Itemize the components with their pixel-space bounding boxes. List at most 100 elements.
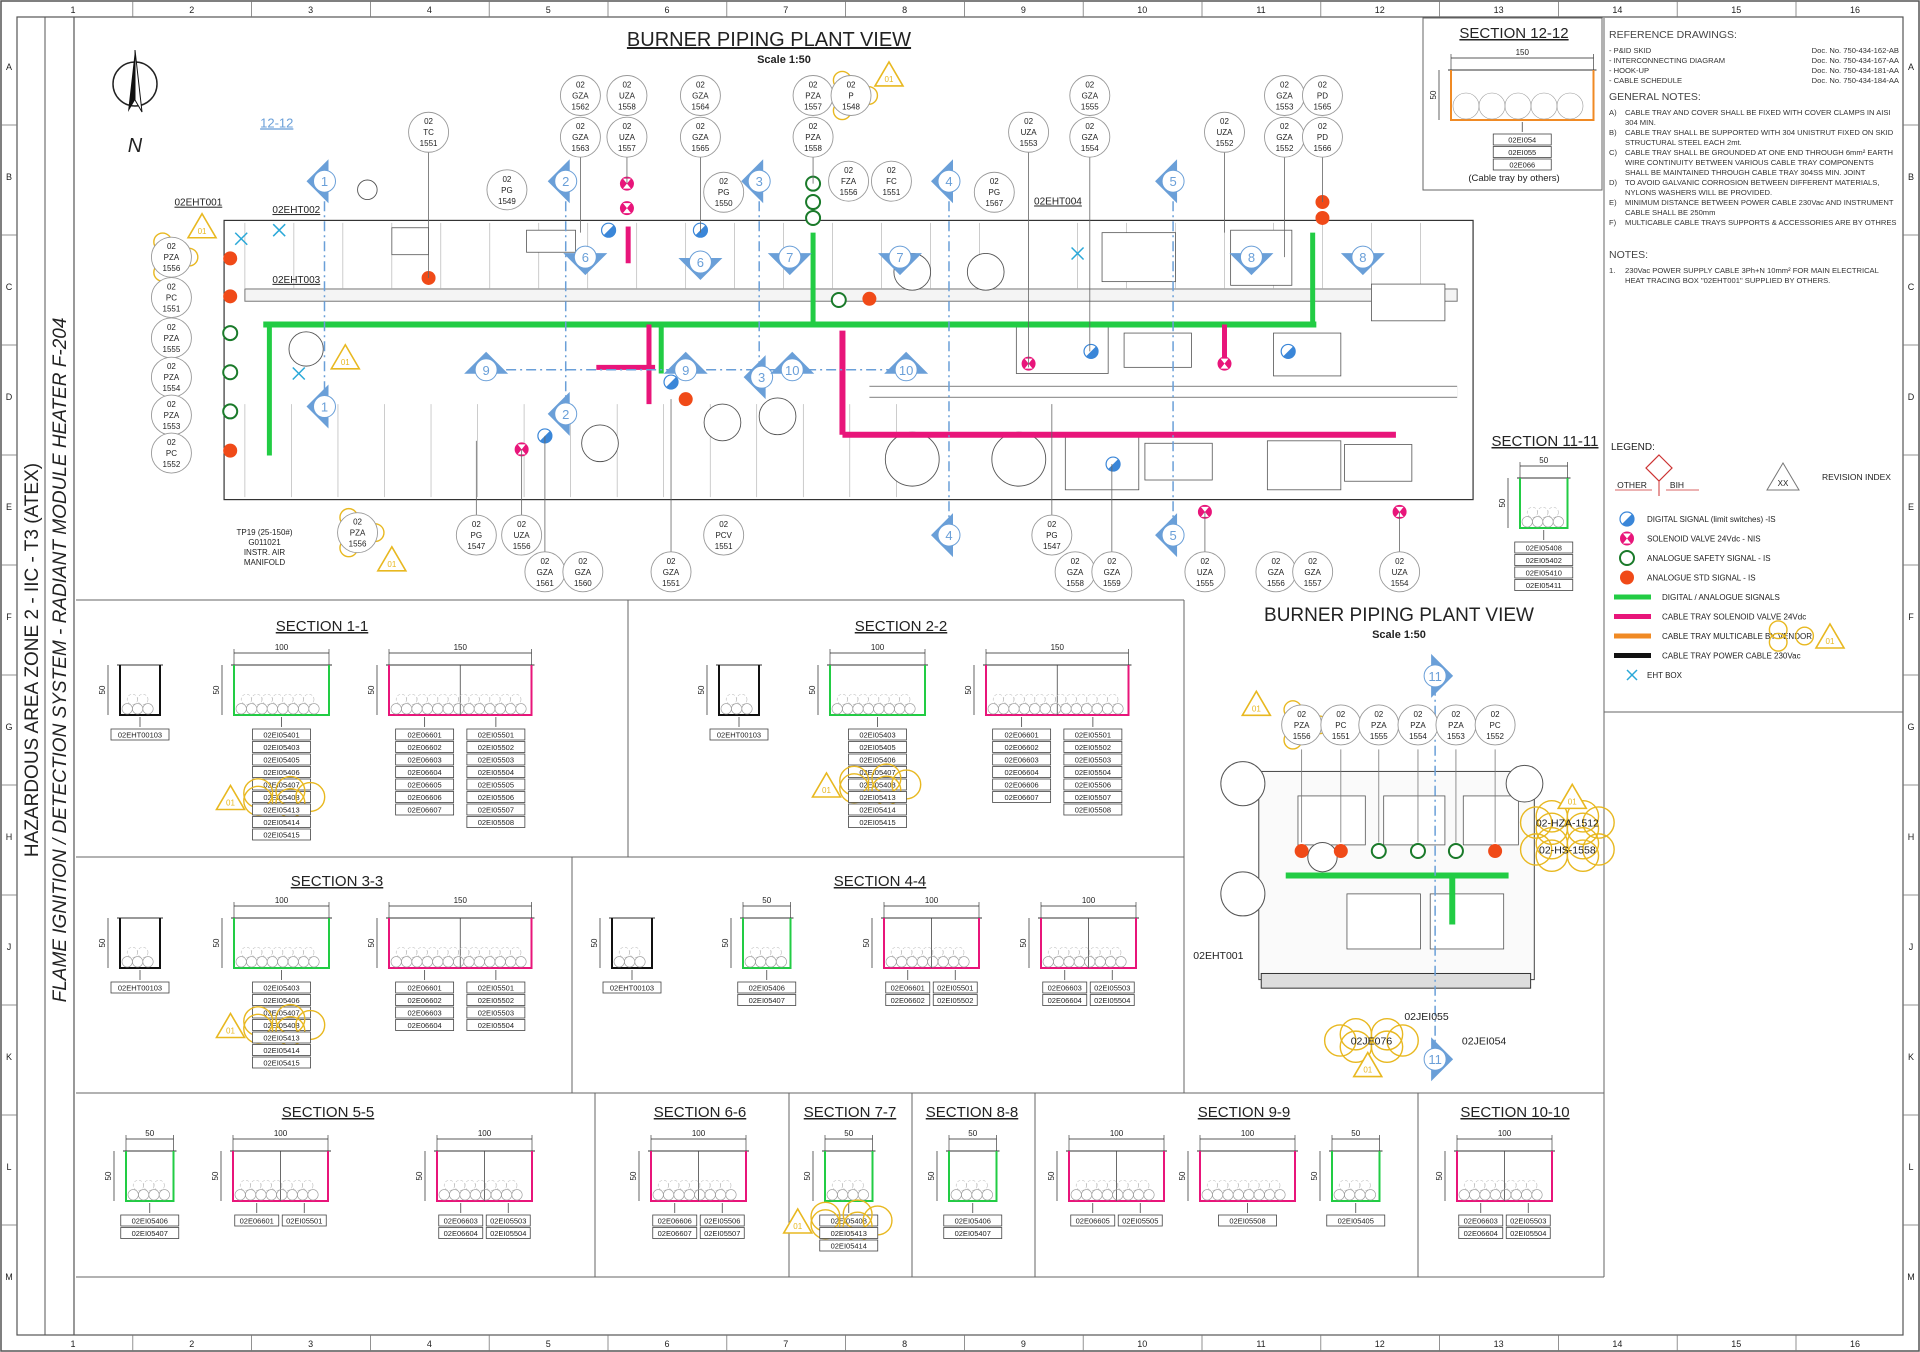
cable-tag-box (252, 994, 311, 1006)
cable-tag-box (848, 803, 907, 816)
analogue-safety-icon (830, 292, 847, 309)
cable-tag: 02EI05508 (478, 818, 514, 827)
cable-circle (1500, 1189, 1512, 1201)
bubble-circle (679, 75, 721, 116)
bubble-prefix: 02 (1280, 81, 1289, 90)
section-6: SECTION 6-61005002E0660602E0660702EI0550… (629, 1104, 749, 1239)
section-12-12-box (1422, 17, 1603, 191)
bubble-type: GZA (692, 92, 709, 101)
cable-tag: 02EI05504 (478, 768, 514, 777)
cable-circle (629, 946, 641, 958)
cable-circle (852, 703, 864, 715)
analogue-std-icon (678, 392, 693, 407)
cable-tag: 02E06601 (408, 731, 442, 740)
revision-triangle-icon: 01 (215, 783, 246, 811)
cable-tag: 02EI05407 (859, 768, 895, 777)
row-label-left: E (6, 502, 12, 512)
bubble-type: PD (1317, 133, 1328, 142)
bubble-prefix: 02 (622, 81, 631, 90)
bubble-circle (150, 432, 192, 474)
eht-label: 02EHT003 (272, 275, 320, 286)
valve-handwheel (1220, 761, 1266, 807)
cable-circle (1258, 1179, 1270, 1191)
cable-circle (1058, 946, 1070, 958)
manifold-label: MANIFOLD (244, 558, 286, 567)
cable-circle (1127, 1179, 1139, 1191)
cable-circle (1081, 1189, 1093, 1201)
bubble-circle (679, 116, 721, 158)
analogue-std-dot (223, 443, 238, 458)
cable-circle (235, 703, 247, 715)
cable-tag-box (992, 741, 1052, 753)
section-marker: 6 (563, 245, 608, 276)
column-label-bottom: 12 (1375, 1339, 1385, 1349)
cable-circle (1018, 703, 1030, 715)
column-label-bottom: 9 (1021, 1339, 1026, 1349)
bubble-number: 1553 (163, 422, 181, 431)
eht-box-icon (1626, 669, 1638, 681)
cable-tag: 02E06603 (1464, 1217, 1498, 1226)
cable-circle (303, 693, 315, 705)
row-label-right: D (1908, 392, 1915, 402)
bubble-prefix: 02 (1318, 122, 1327, 131)
cable-circle (992, 693, 1004, 705)
tray-width-label: 100 (925, 896, 939, 905)
cable-circle (303, 946, 315, 958)
section-title: SECTION 9-9 (1198, 1104, 1291, 1121)
reference-doc-number: Doc. No. 750-434-181-AA (1811, 66, 1899, 75)
cable-circle (709, 1179, 721, 1191)
revision-index-label: REVISION INDEX (1822, 472, 1891, 482)
cable-tag: 02EI05410 (1526, 569, 1562, 578)
cable-tag: 02E06601 (408, 984, 442, 993)
cable-circle (251, 946, 263, 958)
cable-circle (971, 1189, 983, 1201)
tray-height-label: 50 (104, 1171, 113, 1180)
cable-circle (132, 956, 144, 968)
cable-circle (265, 1189, 277, 1201)
bubble-number: 1557 (618, 144, 636, 153)
cable-circle (277, 956, 289, 968)
cable-tag: 02EI05406 (955, 1217, 991, 1226)
digital-fill (539, 430, 552, 443)
bubble-circle (1031, 514, 1073, 556)
analogue-safety-ring (1370, 843, 1387, 860)
cable-circle (1531, 1189, 1543, 1201)
bubble-circle (486, 169, 528, 211)
analogue-safety-ring (1619, 550, 1635, 566)
cable-circle (1112, 703, 1124, 715)
section-3: SECTION 3-35002EHT001031005002EI0540302E… (98, 873, 535, 1069)
cable-tag-box (120, 1214, 180, 1227)
section-circle (894, 358, 918, 382)
analogue-safety-icon (805, 209, 822, 226)
equipment-box (1144, 442, 1213, 481)
plant-view-title: BURNER PIPING PLANT VIEW (627, 29, 911, 51)
cable-circle (1076, 693, 1088, 705)
bubble-prefix: 02 (353, 518, 362, 527)
cable-tag: 02E06604 (408, 768, 442, 777)
tray-height-label: 50 (1429, 90, 1438, 99)
bubble-prefix: 02 (472, 520, 481, 529)
cable-circle (266, 956, 278, 968)
section-marker: 4 (930, 513, 961, 558)
cable-circle (515, 703, 527, 715)
section-title: SECTION 2-2 (855, 618, 948, 635)
cable-circle (255, 1189, 267, 1201)
row-label-left: B (6, 172, 12, 182)
bubble-type: PZA (1448, 721, 1464, 730)
row-label-right: E (1908, 502, 1914, 512)
cable-tag: 02EI05503 (1510, 1217, 1546, 1226)
cable-tag: 02EI05403 (263, 984, 299, 993)
cable-tag-box (438, 1227, 484, 1239)
cable-circle (246, 956, 258, 968)
analogue-std-icon (1488, 844, 1503, 859)
cable-circle (235, 956, 247, 968)
cable-circle (479, 693, 491, 705)
cable-circle (421, 703, 433, 715)
